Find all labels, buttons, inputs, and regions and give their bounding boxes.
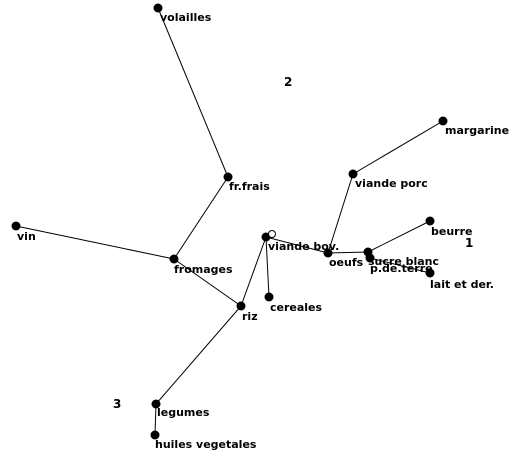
group-number-3: 3 — [113, 397, 121, 411]
edge-fromages-riz — [173, 258, 242, 307]
node-label-viande_bov: viande bov. — [268, 240, 339, 253]
edge-viande_bov-oeufs — [265, 236, 329, 254]
node-label-volailles: volailles — [160, 11, 212, 24]
node-huiles — [150, 430, 160, 440]
node-label-riz: riz — [242, 310, 258, 323]
node-layer — [11, 3, 448, 440]
edge-viande_porc-margarine — [352, 120, 444, 175]
edge-riz-viande_bov — [240, 236, 267, 307]
node-riz — [236, 301, 246, 311]
node-fr_frais — [223, 172, 233, 182]
node-label-vin: vin — [17, 230, 36, 243]
edge-volailles-fr_frais — [157, 7, 229, 178]
node-vin — [11, 221, 21, 231]
node-label-sucre: sucre blanc — [368, 255, 439, 268]
node-legumes — [151, 399, 161, 409]
edge-sucre-beurre — [367, 220, 431, 253]
edge-oeufs-sucre — [327, 251, 369, 254]
node-margarine — [438, 116, 448, 126]
edge-oeufs-viande_porc — [327, 173, 354, 254]
node-label-p_de_terre: p.de.terre — [370, 262, 433, 275]
node-label-beurre: beurre — [431, 225, 472, 238]
label-layer: volailles fr.frais vin fromages riz legumes hu… — [17, 11, 509, 451]
node-label-oeufs: oeufs — [329, 256, 364, 269]
node-label-huiles: huiles vegetales — [155, 438, 257, 451]
node-label-fromages: fromages — [174, 263, 233, 276]
node-label-fr_frais: fr.frais — [229, 180, 270, 193]
node-oeufs — [323, 248, 333, 258]
node-marker-viande_bov — [268, 230, 276, 238]
node-fromages — [169, 254, 179, 264]
edge-vin-fromages — [15, 225, 175, 260]
node-volailles — [153, 3, 163, 13]
node-beurre — [425, 216, 435, 226]
node-cereales — [264, 292, 274, 302]
edge-legumes-huiles — [154, 403, 157, 436]
edge-layer — [15, 7, 444, 436]
group-number-2: 2 — [284, 75, 292, 89]
edge-riz-legumes — [155, 305, 242, 405]
node-label-legumes: legumes — [157, 406, 210, 419]
node-label-lait: lait et der. — [430, 278, 494, 291]
group-number-1: 1 — [465, 236, 473, 250]
node-label-margarine: margarine — [445, 124, 509, 137]
edge-fr_frais-fromages — [173, 176, 229, 260]
node-viande_porc — [348, 169, 358, 179]
group-number-layer: 2 1 3 — [113, 75, 473, 411]
node-lait — [425, 268, 435, 278]
edge-viande_bov-cereales — [265, 236, 270, 298]
node-p_de_terre — [365, 253, 375, 263]
edge-p_de_terre-lait — [369, 257, 431, 274]
node-label-cereales: cereales — [270, 301, 323, 314]
node-label-viande_porc: viande porc — [355, 177, 428, 190]
